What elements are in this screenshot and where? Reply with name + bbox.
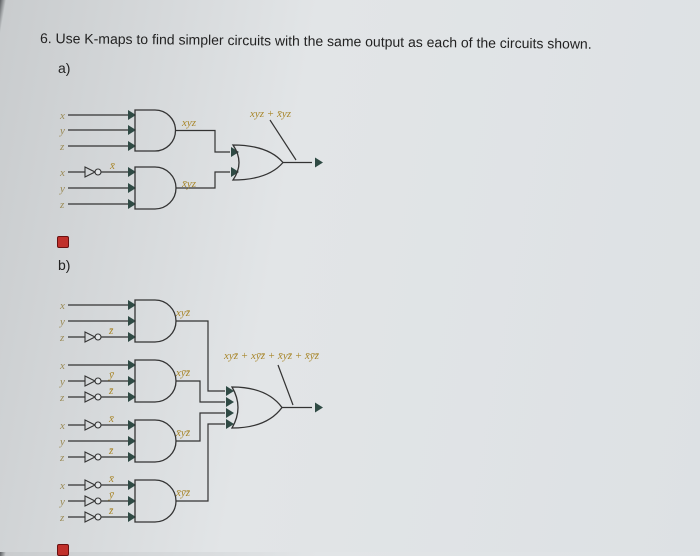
arrow-icon: [128, 167, 136, 177]
not-output-label: z̄: [108, 445, 114, 457]
input-label: x: [59, 360, 65, 372]
arrow-icon: [128, 316, 136, 326]
input-label: z: [59, 141, 65, 153]
not-output-label: z̄: [108, 325, 114, 337]
arrow-icon: [128, 392, 136, 402]
arrow-icon: [128, 110, 136, 120]
part-a-label: a): [58, 60, 71, 76]
wire: [277, 364, 294, 406]
not-gate: [84, 331, 97, 343]
arrow-icon: [128, 420, 136, 430]
input-label: y: [59, 183, 65, 195]
inversion-bubble: [94, 453, 102, 461]
input-label: y: [59, 436, 65, 448]
arrow-icon: [315, 402, 323, 413]
gate-output-label: xyz: [181, 117, 197, 129]
output-expression: xyz̄ + xȳz̄ + x̄yz̄ + x̄ȳz̄: [223, 350, 320, 362]
arrow-icon: [231, 147, 239, 157]
not-output-label: x̄: [108, 413, 114, 425]
input-label: z: [59, 392, 65, 404]
inversion-bubble: [94, 421, 102, 429]
not-output-label: ȳ: [108, 369, 115, 381]
input-label: y: [59, 376, 65, 388]
and-gate: [134, 479, 177, 523]
inversion-bubble: [94, 377, 102, 385]
or-gate: [230, 386, 283, 429]
arrow-icon: [128, 332, 136, 342]
inversion-bubble: [94, 393, 102, 401]
not-gate: [84, 391, 97, 403]
input-label: x: [59, 300, 65, 312]
arrow-icon: [128, 436, 136, 446]
arrow-icon: [128, 300, 136, 310]
input-label: y: [59, 496, 65, 508]
and-gate: [134, 419, 177, 463]
input-label: x: [59, 420, 65, 432]
wire: [176, 320, 225, 392]
wire: [176, 412, 225, 442]
not-gate: [84, 451, 97, 463]
gate-output-label: x̄yz: [181, 178, 197, 190]
not-output-label: ȳ: [108, 489, 115, 501]
wire: [175, 129, 230, 153]
arrow-icon: [226, 419, 234, 429]
not-gate: [84, 375, 97, 387]
not-output-label: x̄: [108, 473, 114, 485]
arrow-icon: [128, 199, 136, 209]
input-label: z: [59, 512, 65, 524]
arrow-icon: [128, 141, 136, 151]
arrow-icon: [226, 386, 234, 396]
input-label: z: [59, 332, 65, 344]
arrow-icon: [128, 376, 136, 386]
not-gate: [84, 479, 97, 491]
not-gate: [84, 511, 97, 523]
wire: [176, 423, 225, 502]
inversion-bubble: [94, 333, 102, 341]
inversion-bubble: [94, 168, 102, 176]
wire: [176, 380, 225, 403]
not-gate: [84, 419, 97, 431]
arrow-icon: [231, 167, 239, 177]
arrow-icon: [128, 480, 136, 490]
inversion-bubble: [94, 497, 102, 505]
arrow-icon: [128, 183, 136, 193]
gate-output-label: x̄ȳz̄: [175, 487, 191, 499]
arrow-icon: [128, 496, 136, 506]
inversion-bubble: [94, 513, 102, 521]
output-expression: xyz + x̄yz: [249, 108, 292, 120]
gate-output-label: x̄yz̄: [175, 427, 191, 439]
arrow-icon: [226, 408, 234, 418]
arrow-icon: [315, 157, 323, 168]
input-label: z: [59, 199, 65, 211]
inversion-bubble: [94, 481, 102, 489]
wire: [269, 119, 297, 161]
arrow-icon: [128, 512, 136, 522]
not-gate: [84, 166, 97, 178]
arrow-icon: [128, 360, 136, 370]
gate-output-label: xyz̄: [175, 307, 191, 319]
wire: [176, 171, 230, 189]
arrow-icon: [226, 397, 234, 407]
or-gate: [231, 144, 284, 181]
arrow-icon: [128, 125, 136, 135]
not-output-label: x̄: [109, 160, 115, 172]
gate-output-label: xȳz̄: [175, 367, 191, 379]
not-output-label: z̄: [108, 385, 114, 397]
input-label: y: [59, 125, 65, 137]
and-gate: [134, 299, 177, 343]
input-label: x: [59, 480, 65, 492]
input-label: y: [59, 316, 65, 328]
input-label: x: [59, 167, 65, 179]
and-gate: [134, 109, 177, 152]
not-gate: [84, 495, 97, 507]
part-b-label: b): [58, 257, 71, 273]
input-label: x: [59, 110, 65, 122]
bookmark-icon[interactable]: [57, 236, 69, 248]
not-output-label: z̄: [108, 505, 114, 517]
and-gate: [134, 166, 177, 210]
and-gate: [134, 359, 177, 403]
arrow-icon: [128, 452, 136, 462]
input-label: z: [59, 452, 65, 464]
